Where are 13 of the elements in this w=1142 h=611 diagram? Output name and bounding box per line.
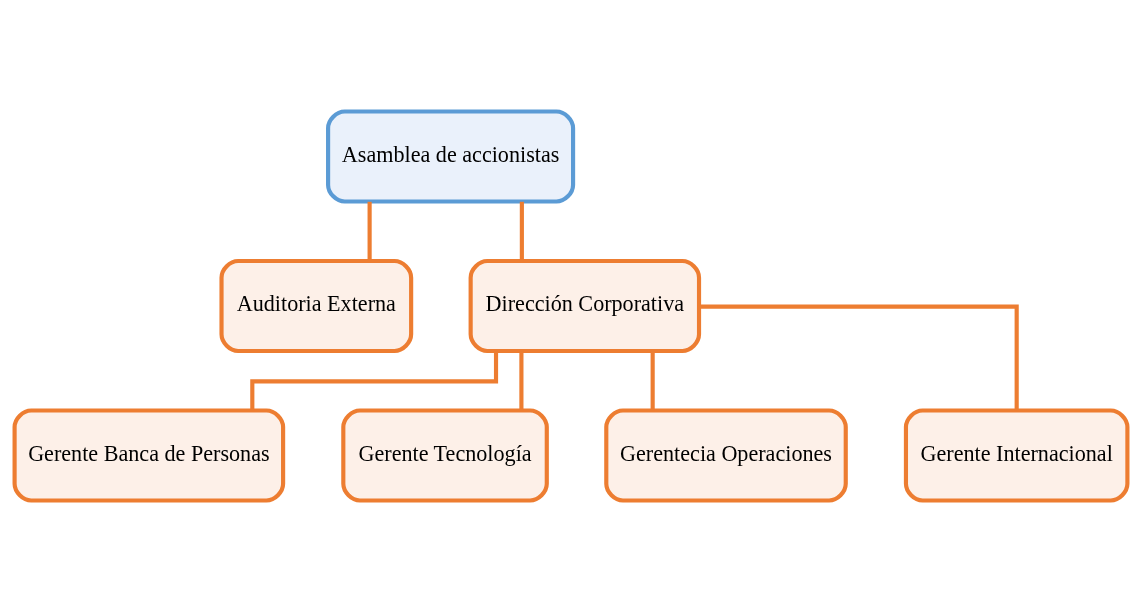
node-box: Gerente Internacional bbox=[903, 407, 1130, 503]
connector bbox=[650, 350, 655, 410]
connector bbox=[699, 304, 1019, 410]
connector bbox=[250, 350, 499, 410]
node-box: Gerente Banca de Personas bbox=[12, 407, 286, 503]
node-box: Auditoria Externa bbox=[219, 258, 414, 353]
connector bbox=[519, 201, 524, 261]
node-box: Gerentecia Operaciones bbox=[604, 407, 848, 503]
node-box: Asamblea de accionistas bbox=[326, 108, 576, 204]
node-box: Dirección Corporativa bbox=[468, 258, 702, 353]
connector bbox=[519, 350, 524, 410]
connector bbox=[367, 201, 372, 261]
node-box: Gerente Tecnología bbox=[341, 407, 549, 503]
